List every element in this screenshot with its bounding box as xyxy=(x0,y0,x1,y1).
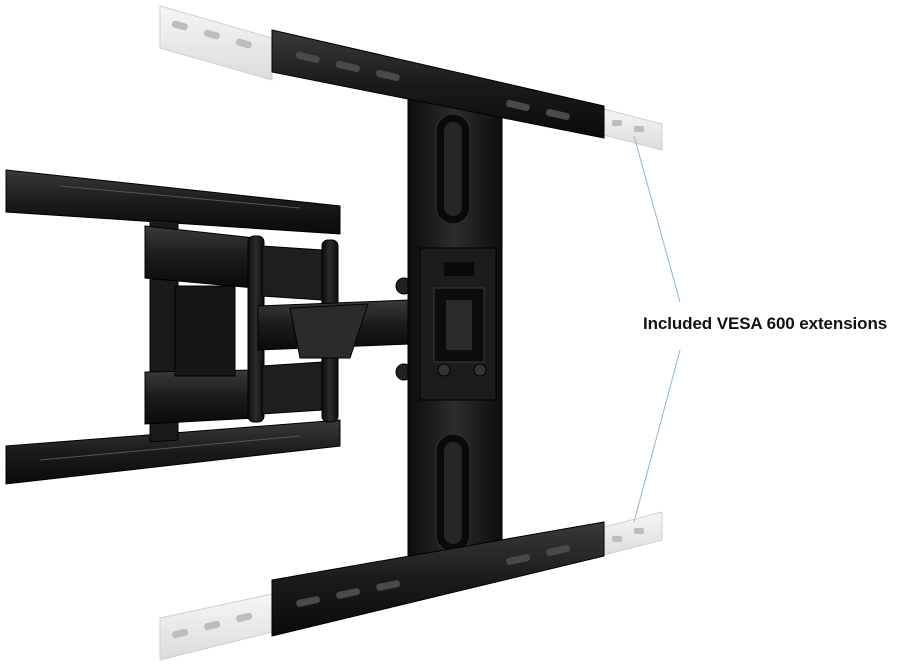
vesa-extension-top-right xyxy=(599,107,663,151)
vertical-bracket xyxy=(407,97,503,563)
extensions-caption: Included VESA 600 extensions xyxy=(643,314,888,333)
vesa-extension-top-left xyxy=(159,5,273,81)
leader-lines xyxy=(633,135,681,523)
top-tv-rail xyxy=(271,29,605,139)
bottom-tv-rail xyxy=(271,521,605,637)
swing-arm-assembly xyxy=(144,225,413,425)
vesa-extension-bottom-left xyxy=(159,593,273,661)
vesa-extension-bottom-right xyxy=(599,511,663,557)
